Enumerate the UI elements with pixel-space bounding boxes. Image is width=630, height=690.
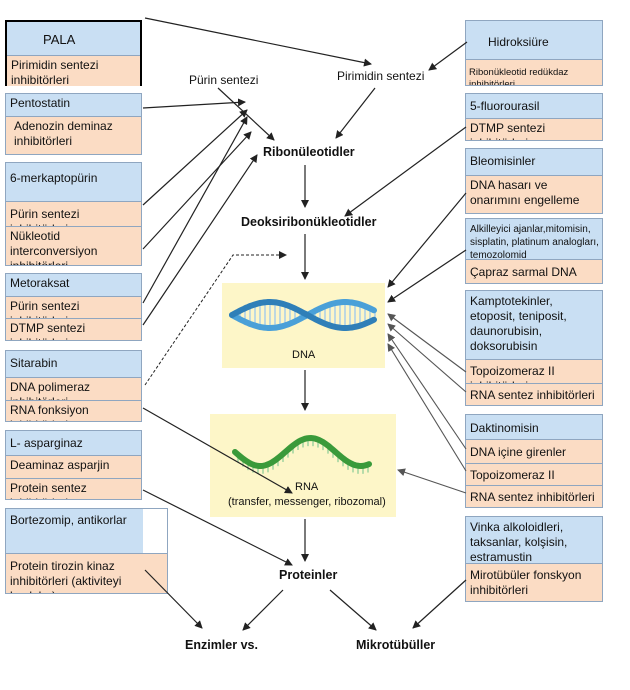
deoksiribonukleotidler-label: Deoksiribonükleotidler — [241, 215, 377, 229]
daktinomisin-row-3: RNA sentez inhibitörleri — [466, 485, 602, 507]
dna-label: DNA — [292, 349, 316, 361]
fluorourasil-title: 5-fluorourasil — [466, 94, 602, 118]
alkilleyici-row-1: Çapraz sarmal DNA — [466, 259, 602, 283]
bortezomib-title: Bortezomip, antikorlar — [6, 509, 143, 553]
pala-box: PALA Pirimidin sentezi inhibitörleri — [5, 20, 142, 86]
alkilleyici-title: Alkilleyici ajanlar,mitomisin, sisplatin… — [466, 219, 602, 259]
sitarabin-box: Sitarabin DNA polimeraz inhibitörleri RN… — [5, 350, 142, 422]
proteinler-label: Proteinler — [279, 568, 338, 582]
dna-panel: DNA — [222, 283, 385, 368]
kamptotekinler-row-1: Topoizomeraz II inhibitörleri — [466, 359, 602, 383]
bortezomib-row-1: Protein tirozin kinaz inhibitörleri (akt… — [6, 553, 167, 593]
ribonukleotidler-label: Ribonüleotidler — [263, 145, 355, 159]
arrow-pirimidin-to-ribo — [335, 87, 376, 139]
asparginaz-row-2: Protein sentez inhibitörleri — [6, 478, 141, 499]
daktinomisin-box: Daktinomisin DNA içine girenler Topoizom… — [465, 414, 603, 508]
kamptotekinler-row-2: RNA sentez inhibitörleri — [466, 383, 602, 405]
rna-label: RNA — [295, 481, 319, 493]
hidroksiure-row-1: Ribonükleotid redükdaz inhibitörleri — [466, 59, 602, 85]
bleomisinler-title: Bleomisinler — [466, 149, 602, 175]
rna-panel: RNA (transfer, messenger, ribozomal) — [210, 414, 396, 517]
alkilleyici-box: Alkilleyici ajanlar,mitomisin, sisplatin… — [465, 218, 603, 284]
metoraksat-title: Metoraksat — [6, 274, 141, 296]
bleomisinler-box: Bleomisinler DNA hasarı ve onarımını eng… — [465, 148, 603, 214]
pentostatin-box: Pentostatin Adenozin deminaz inhibitörle… — [5, 93, 142, 155]
purin-sentezi-label: Pürin sentezi — [189, 73, 259, 87]
enzimler-label: Enzimler vs. — [185, 638, 258, 652]
merkaptopurin-row-2: Nükleotid interconversiyon inhibitörleri — [6, 226, 141, 265]
hidroksiure-title: Hidroksiüre — [466, 21, 602, 59]
mikrotubuller-label: Mikrotübüller — [356, 638, 436, 652]
vinka-row-1: Mirotübüler fonskyon inhibitörleri — [466, 563, 602, 601]
daktinomisin-row-1: DNA içine girenler — [466, 439, 602, 463]
pala-row-1: Pirimidin sentezi inhibitörleri — [7, 55, 140, 86]
bortezomib-box: Bortezomip, antikorlar Protein tirozin k… — [5, 508, 168, 594]
sitarabin-row-2: RNA fonksiyon inhibitörleri — [6, 400, 141, 421]
sitarabin-row-1: DNA polimeraz inhibitörleri — [6, 377, 141, 400]
rna-strand-icon — [232, 434, 372, 474]
sitarabin-title: Sitarabin — [6, 351, 141, 377]
pirimidin-sentezi-label: Pirimidin sentezi — [337, 69, 425, 83]
asparginaz-title: L- asparginaz — [6, 431, 141, 455]
vinka-title: Vinka alkoloidleri, taksanlar, kolşisin,… — [466, 517, 602, 563]
pentostatin-title: Pentostatin — [6, 94, 141, 116]
metoraksat-row-1: Pürin sentezi inhibitörleri — [6, 296, 141, 318]
fluorourasil-box: 5-fluorourasil DTMP sentezi inhibitörler… — [465, 93, 603, 141]
asparginaz-row-1: Deaminaz asparjin — [6, 455, 141, 478]
arrow-purin-to-ribo — [217, 87, 275, 141]
metoraksat-row-2: DTMP sentezi inhibitörleri — [6, 318, 141, 340]
daktinomisin-row-2: Topoizomeraz II inhibitörleri — [466, 463, 602, 485]
merkaptopurin-box: 6-merkaptopürin Pürin sentezi inhibitörl… — [5, 162, 142, 266]
daktinomisin-title: Daktinomisin — [466, 415, 602, 439]
vinka-box: Vinka alkoloidleri, taksanlar, kolşisin,… — [465, 516, 603, 602]
merkaptopurin-row-1: Pürin sentezi inhibitörleri — [6, 201, 141, 226]
asparginaz-box: L- asparginaz Deaminaz asparjin Protein … — [5, 430, 142, 500]
pala-title: PALA — [7, 22, 140, 55]
hidroksiure-box: Hidroksiüre Ribonükleotid redükdaz inhib… — [465, 20, 603, 86]
merkaptopurin-title: 6-merkaptopürin — [6, 163, 141, 201]
pentostatin-row-1: Adenozin deminaz inhibitörleri — [6, 116, 141, 154]
dna-helix-icon — [229, 299, 377, 331]
fluorourasil-row-1: DTMP sentezi inhibitörleri — [466, 118, 602, 140]
metoraksat-box: Metoraksat Pürin sentezi inhibitörleri D… — [5, 273, 142, 341]
rna-sub-label: (transfer, messenger, ribozomal) — [228, 496, 386, 508]
kamptotekinler-box: Kamptotekinler, etoposit, teniposit, dau… — [465, 290, 603, 406]
bleomisinler-row-1: DNA hasarı ve onarımını engelleme — [466, 175, 602, 213]
kamptotekinler-title: Kamptotekinler, etoposit, teniposit, dau… — [466, 291, 602, 359]
